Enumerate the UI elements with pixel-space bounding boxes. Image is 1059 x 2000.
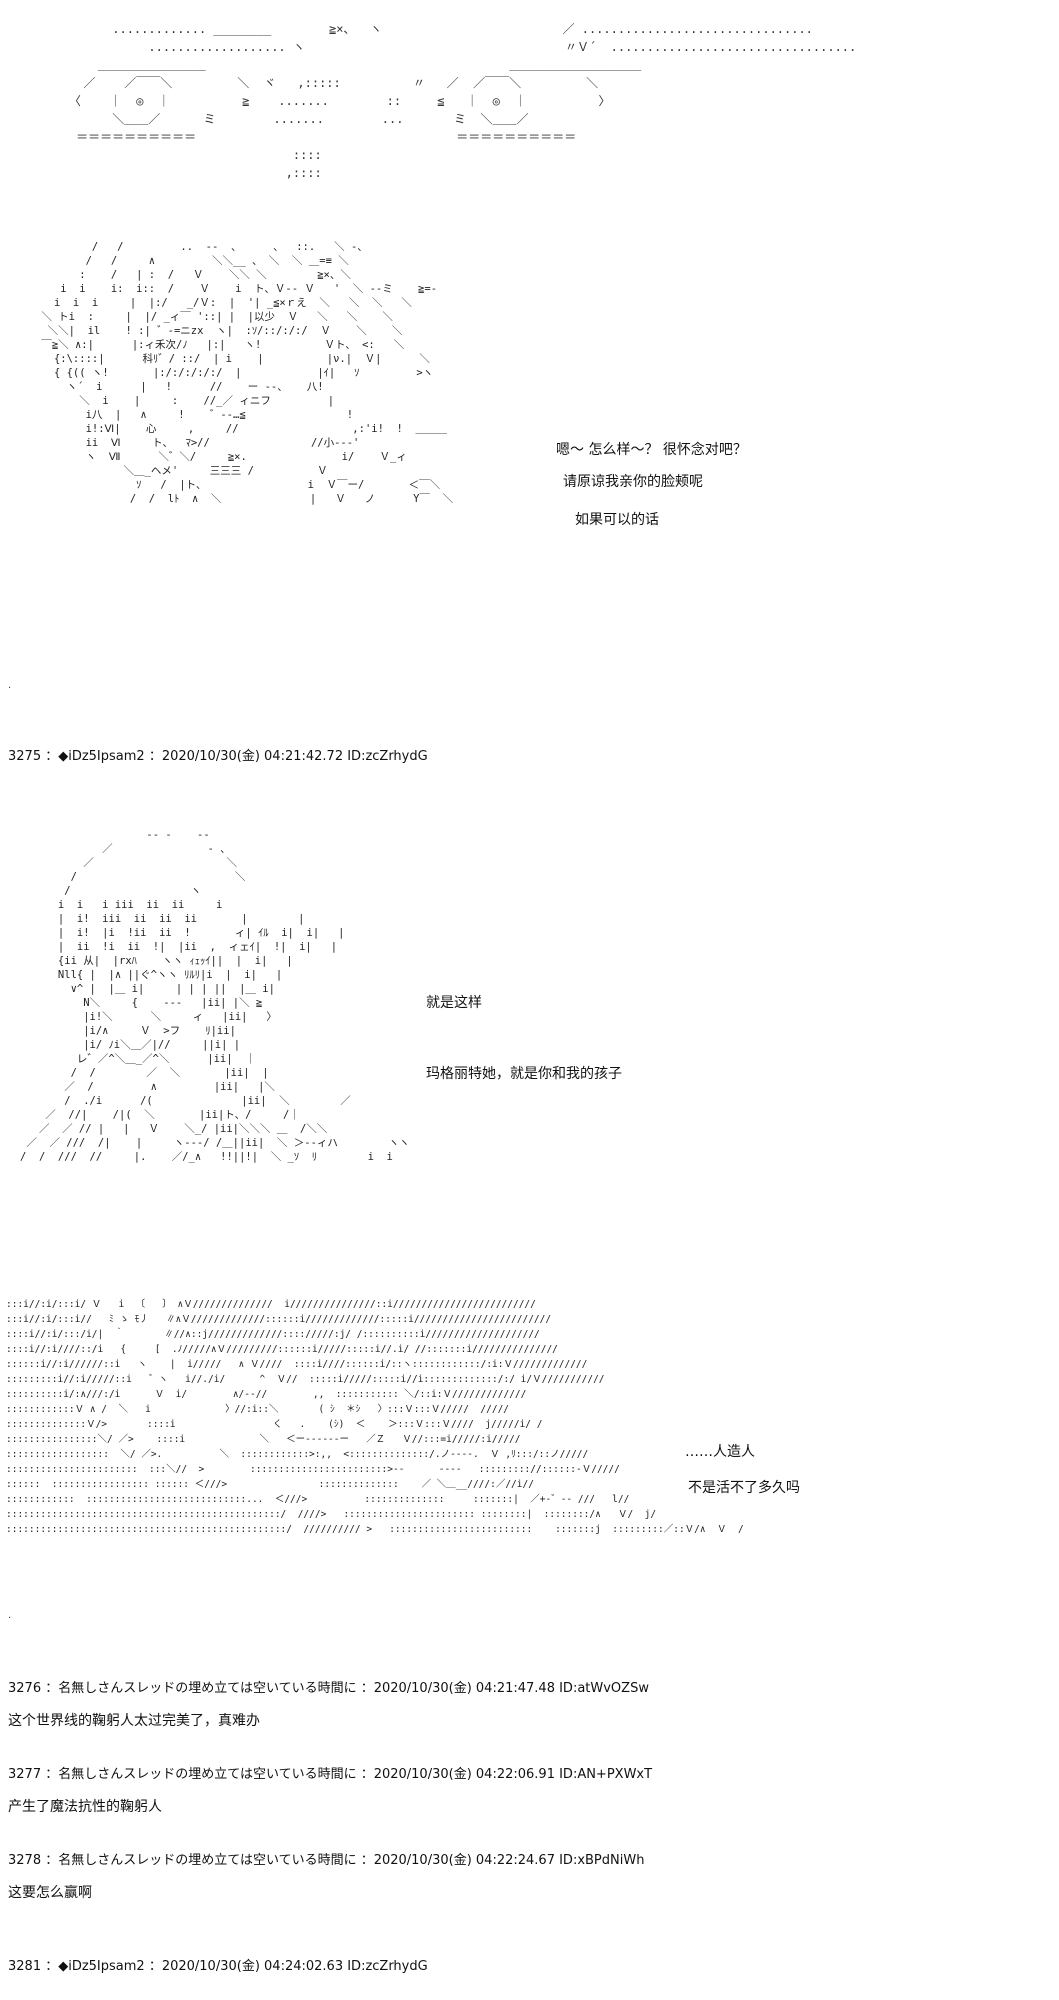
ascii-art-eyes: ............. ________ ≧×、 ヽ ／ .........…	[68, 22, 857, 180]
ascii-art-scene: :::i//:i/:::i/ Ｖ i 〔 〕 ∧Ｖ////////////// …	[6, 1299, 744, 1535]
post-body-3277: 产生了魔法抗性的鞠躬人	[8, 1799, 162, 1815]
post-header-3275: 3275 ：◆iDz5Ipsam2 ：2020/10/30(金) 04:21:4…	[8, 749, 428, 764]
speech-line-7: 不是活不了多久吗	[688, 1480, 800, 1496]
speech-line-1: 嗯～ 怎么样～？ 很怀念对吧？	[556, 442, 747, 458]
post-header-3277: 3277 ：名無しさんスレッドの埋め立ては空いている時間に ：2020/10/3…	[8, 1767, 653, 1782]
separator-dot: .	[8, 1610, 12, 1621]
post-header-3278: 3278 ：名無しさんスレッドの埋め立ては空いている時間に ：2020/10/3…	[8, 1853, 645, 1868]
post-body-3276: 这个世界线的鞠躬人太过完美了，真难办	[8, 1713, 260, 1729]
ascii-art-girl-closeup: / / .. ‐‐ 、 、 ::. ＼ ‐、 / / ∧ ＼＼__ 、 ＼ ＼ …	[41, 241, 454, 505]
post-body-3278: 这要怎么赢啊	[8, 1885, 92, 1901]
speech-line-2: 请原谅我亲你的脸颊呢	[563, 474, 703, 490]
speech-line-4: 就是这样	[426, 995, 482, 1011]
speech-line-3: 如果可以的话	[575, 512, 659, 528]
separator-dot: .	[8, 680, 12, 691]
speech-line-5: 玛格丽特她，就是你和我的孩子	[426, 1066, 622, 1082]
post-header-3276: 3276 ：名無しさんスレッドの埋め立ては空いている時間に ：2020/10/3…	[8, 1681, 649, 1696]
ascii-art-girl-longhair: ‐‐ ‐ ‐‐ ／ ‐ 、 ／ ＼ / ＼ / ヽ i i i iii ii i…	[20, 829, 410, 1163]
speech-line-6: ……人造人	[685, 1444, 755, 1460]
post-header-3281: 3281 ：◆iDz5Ipsam2 ：2020/10/30(金) 04:24:0…	[8, 1959, 428, 1974]
